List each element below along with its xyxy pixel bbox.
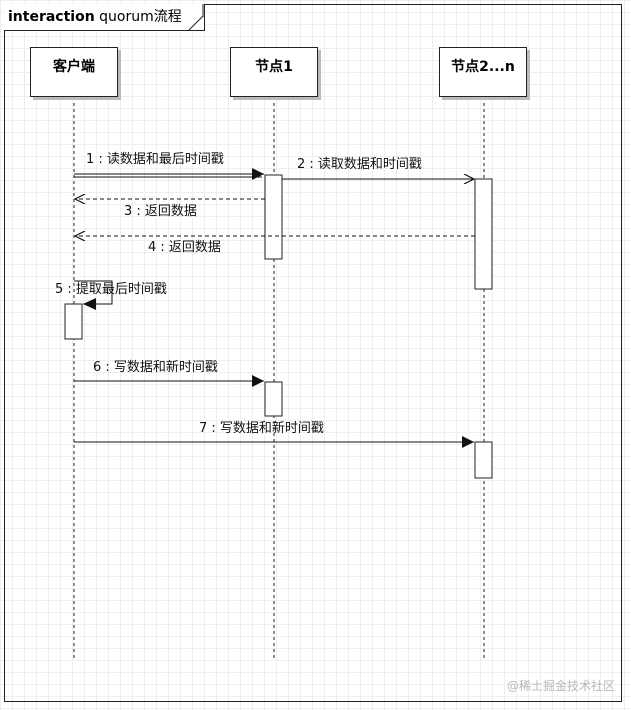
message-label-3: 3 : 返回数据 [124,204,197,219]
activation-noden-write [474,441,493,479]
frame-keyword: interaction [8,9,95,25]
message-label-2: 2 : 读取数据和时间戳 [297,157,422,172]
activation-noden-read [474,178,493,290]
participant-noden-label: 节点2...n [451,59,515,75]
message-label-6: 6 : 写数据和新时间戳 [93,360,218,375]
participant-noden[interactable]: 节点2...n [439,47,527,97]
message-arrow-5 [74,280,113,305]
activation-node1-write [264,381,283,417]
message-label-4: 4 : 返回数据 [148,240,221,255]
activation-client-self [64,303,83,340]
participant-node1-label: 节点1 [255,59,293,75]
message-arrow-5-head [83,298,96,310]
message-label-5: 5 : 提取最后时间戳 [55,282,167,297]
frame-name: quorum流程 [99,9,182,25]
message-label-1: 1 : 读数据和最后时间戳 [86,152,224,167]
watermark: @稀土掘金技术社区 [506,679,615,693]
frame-tab-corner [188,4,204,31]
participant-client-label: 客户端 [53,59,95,75]
message-label-7: 7 : 写数据和新时间戳 [199,421,324,436]
activation-node1-read [264,174,283,260]
frame-title-tab: interaction quorum流程 [4,4,205,31]
participant-client[interactable]: 客户端 [30,47,118,97]
interaction-frame [4,4,622,702]
participant-node1[interactable]: 节点1 [230,47,318,97]
